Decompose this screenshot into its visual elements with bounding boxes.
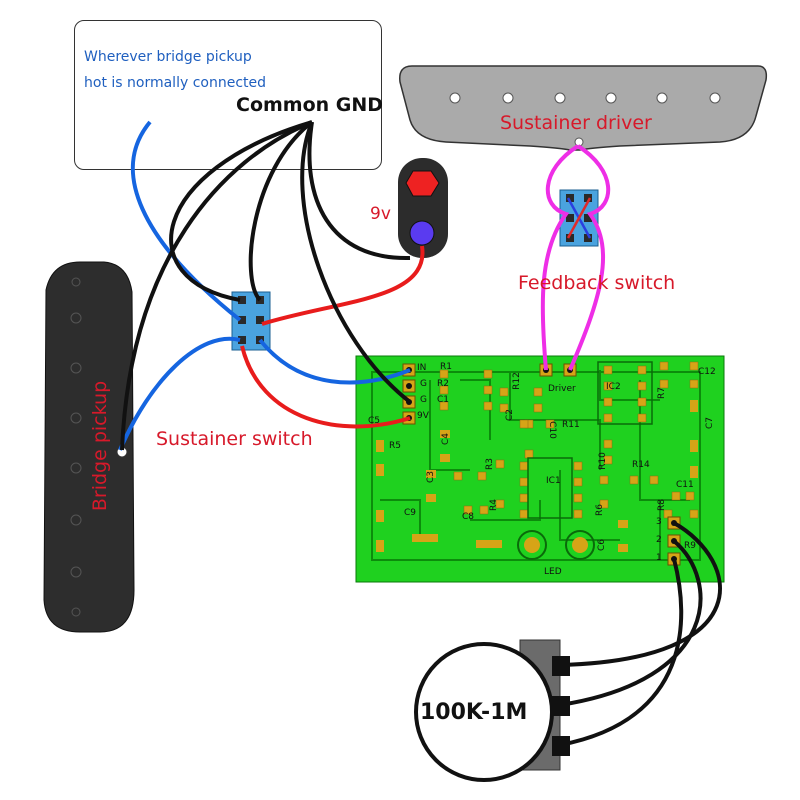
bridge-pickup-label: Bridge pickup <box>89 380 111 512</box>
feedback-switch <box>559 189 599 247</box>
comp-r8: R8 <box>656 499 667 511</box>
battery-connector <box>398 158 448 258</box>
comp-c5: C5 <box>368 416 381 426</box>
note-line-1: Wherever bridge pickup <box>84 49 252 65</box>
comp-r11: R11 <box>562 420 580 430</box>
comp-c12: C12 <box>698 367 716 377</box>
common-gnd-label: Common GND <box>236 94 384 116</box>
comp-c4: C4 <box>441 432 452 446</box>
comp-r3: R3 <box>484 458 495 470</box>
sustainer-driver-label: Sustainer driver <box>500 112 652 134</box>
comp-c8: C8 <box>462 512 475 522</box>
comp-ic2: IC2 <box>606 382 621 392</box>
sustainer-driver-pickup <box>399 65 768 151</box>
driver-wires <box>540 144 611 371</box>
led-footprint <box>517 530 595 560</box>
comp-led: LED <box>544 567 562 577</box>
comp-r10: R10 <box>597 452 608 470</box>
potentiometer <box>414 639 570 782</box>
black-wires <box>120 120 722 747</box>
comp-c11: C11 <box>676 480 694 490</box>
comp-r2: R2 <box>437 379 449 389</box>
comp-c3: C3 <box>426 470 437 484</box>
pad-label-in: IN <box>417 363 427 373</box>
pad-label-g2: G <box>420 395 427 405</box>
red-wires <box>240 245 425 429</box>
comp-c10: C10 <box>546 421 557 439</box>
pad-label-9v: 9V <box>417 411 429 421</box>
feedback-switch-label: Feedback switch <box>518 272 676 294</box>
pot-pin-2: 2 <box>656 535 662 545</box>
note-box <box>74 20 382 170</box>
comp-r5: R5 <box>389 441 401 451</box>
comp-r9: R9 <box>684 541 696 551</box>
pcb-board <box>355 355 725 583</box>
comp-c7: C7 <box>705 416 716 430</box>
pot-pin-1: 1 <box>656 553 662 563</box>
comp-r14: R14 <box>632 460 650 470</box>
pot-value-label: 100K-1M <box>420 700 528 725</box>
comp-c1: C1 <box>437 395 450 405</box>
battery-label: 9v <box>370 204 391 224</box>
comp-c2: C2 <box>505 408 516 422</box>
comp-r4: R4 <box>488 499 499 511</box>
comp-r12: R12 <box>511 372 522 390</box>
sustainer-switch-label: Sustainer switch <box>156 428 313 450</box>
comp-r1: R1 <box>440 362 452 372</box>
comp-r7: R7 <box>656 387 667 399</box>
comp-ic1: IC1 <box>546 476 561 486</box>
comp-r6: R6 <box>594 504 605 516</box>
pad-label-g1: G <box>420 379 427 389</box>
driver-pad-label: Driver <box>548 384 576 394</box>
comp-c6: C6 <box>597 538 608 552</box>
note-line-2: hot is normally connected <box>84 75 266 91</box>
pot-pin-3: 3 <box>656 517 662 527</box>
comp-c9: C9 <box>404 508 417 518</box>
